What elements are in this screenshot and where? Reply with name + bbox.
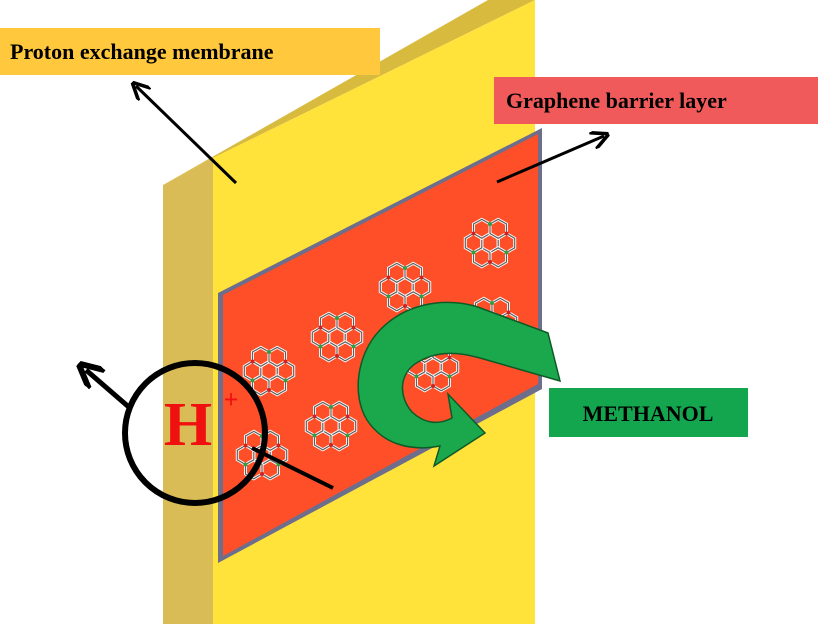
- lattice-atom: [260, 472, 264, 476]
- lattice-atom: [283, 378, 288, 383]
- barrier-label: Graphene barrier layer: [494, 77, 818, 124]
- lattice-atom: [250, 359, 255, 364]
- membrane-label: Proton exchange membrane: [0, 28, 380, 75]
- lattice-atom: [386, 294, 391, 299]
- lattice-atom: [506, 310, 511, 315]
- lattice-atom: [488, 260, 492, 264]
- graphene-flake-hexagon-lattice-icon: [304, 400, 358, 452]
- lattice-atom: [447, 374, 452, 379]
- lattice-atom: [488, 222, 492, 226]
- membrane-label-box: [0, 28, 380, 75]
- lattice-atom: [329, 405, 333, 409]
- proton-magnifier: H +: [86, 360, 334, 506]
- barrier-label-box: [494, 77, 818, 124]
- methanol-u-turn-arrow-icon: [357, 301, 562, 468]
- lattice-atom: [243, 462, 248, 467]
- graphene-flake-hexagon-lattice-icon: [463, 217, 517, 269]
- barrier-pointer-arrow: [496, 136, 604, 184]
- lattice-atom: [403, 266, 407, 270]
- graphene-flake-hexagon-lattice-icon: [310, 311, 364, 363]
- lattice-atom: [403, 304, 407, 308]
- lattice-atom: [276, 443, 281, 448]
- lattice-atom: [335, 354, 339, 358]
- lattice-atom: [386, 275, 391, 280]
- lattice-atom: [312, 414, 317, 419]
- methanol-label: METHANOL: [549, 388, 748, 437]
- barrier-label-text: Graphene barrier layer: [506, 88, 727, 113]
- lattice-atom: [329, 443, 333, 447]
- lattice-atom: [471, 250, 476, 255]
- lattice-atom: [447, 355, 452, 360]
- lattice-atom: [471, 231, 476, 236]
- lattice-atom: [504, 231, 509, 236]
- lattice-atom: [351, 344, 356, 349]
- proton-symbol: H: [164, 391, 212, 459]
- proton-escape-arrow-icon: [86, 370, 132, 410]
- lattice-atom: [431, 384, 435, 388]
- lattice-atom: [419, 294, 424, 299]
- lattice-atom: [419, 275, 424, 280]
- lattice-atom: [267, 388, 271, 392]
- magnifier-ring: [122, 360, 268, 506]
- proton-charge: +: [224, 385, 239, 414]
- magnifier-handle: [251, 446, 334, 490]
- lattice-atom: [318, 344, 323, 349]
- lattice-atom: [504, 250, 509, 255]
- lattice-atom: [345, 433, 350, 438]
- lattice-atom: [243, 443, 248, 448]
- lattice-atom: [414, 374, 419, 379]
- lattice-atom: [267, 350, 271, 354]
- membrane-label-text: Proton exchange membrane: [10, 39, 274, 64]
- lattice-atom: [312, 433, 317, 438]
- lattice-atom: [490, 301, 494, 305]
- methanol-label-text: METHANOL: [583, 401, 714, 426]
- graphene-flake-hexagon-lattice-icon: [242, 345, 296, 397]
- lattice-atom: [351, 325, 356, 330]
- lattice-atom: [335, 316, 339, 320]
- lattice-atom: [345, 414, 350, 419]
- methanol-label-box: [549, 388, 748, 437]
- lattice-atom: [283, 359, 288, 364]
- lattice-atom: [250, 378, 255, 383]
- lattice-atom: [318, 325, 323, 330]
- membrane-pointer-arrow: [136, 86, 238, 185]
- membrane-side-face: [163, 158, 213, 624]
